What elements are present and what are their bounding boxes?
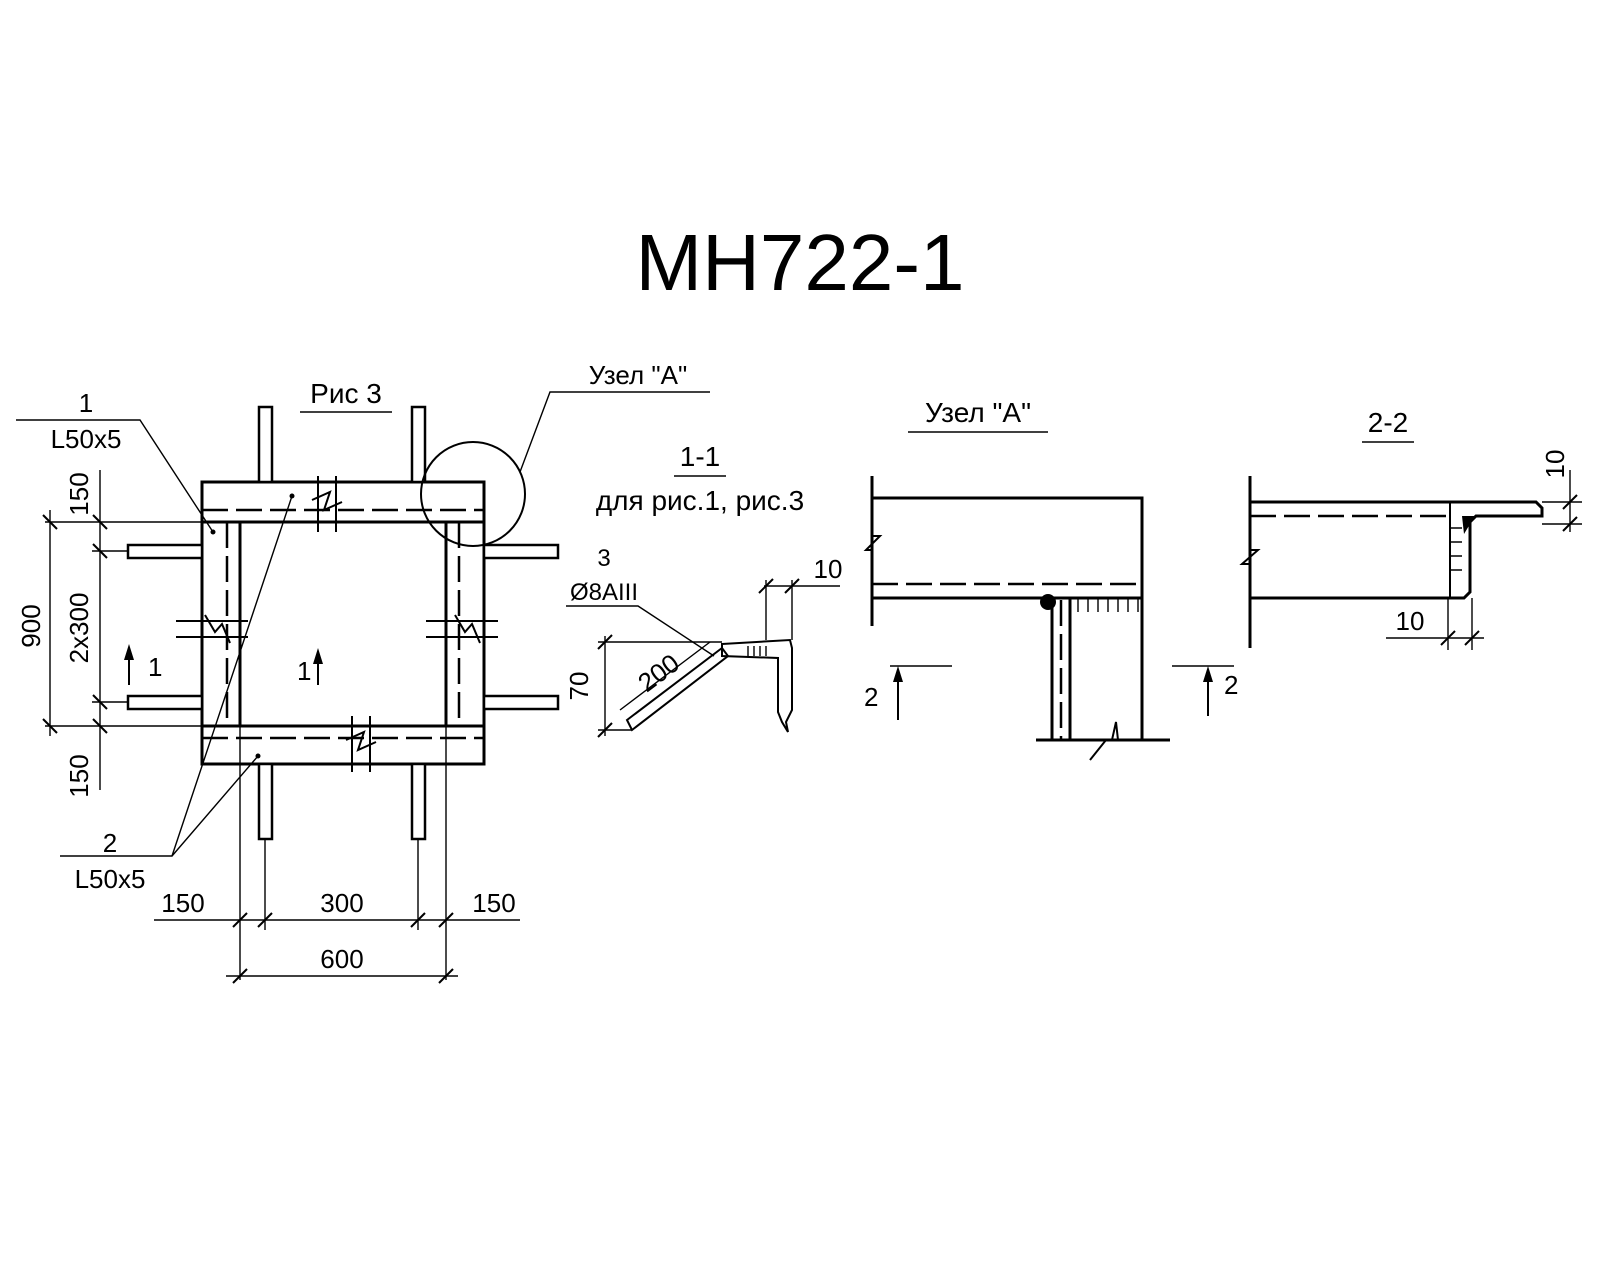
pos2-profile: L50x5 bbox=[75, 864, 146, 894]
s11-dim-200: 200 bbox=[632, 648, 685, 698]
s11-dim-10: 10 bbox=[814, 554, 843, 584]
node-a-title: Узел "А" bbox=[925, 397, 1031, 428]
fig3-frame bbox=[200, 480, 486, 766]
dim-bottom-150: 150 bbox=[64, 754, 94, 797]
node-a-circle bbox=[420, 441, 526, 547]
cut-1-center-label: 1 bbox=[297, 656, 311, 686]
anchor-bars bbox=[126, 405, 560, 841]
section-1-1: 1-1 для рис.1, рис.3 3 Ø8AIII 10 70 200 bbox=[564, 441, 843, 738]
pos1-profile: L50x5 bbox=[51, 424, 122, 454]
pos3-rebar: Ø8AIII bbox=[570, 579, 638, 606]
section-1-1-title: 1-1 bbox=[680, 441, 720, 472]
pos3-number: 3 bbox=[597, 545, 610, 572]
break-marks bbox=[176, 476, 498, 772]
dim-total-900: 900 bbox=[16, 604, 46, 647]
section-2-2-title: 2-2 bbox=[1368, 407, 1408, 438]
pos1-number: 1 bbox=[79, 388, 93, 418]
s22-dim-10-bottom: 10 bbox=[1396, 606, 1425, 636]
fig3-label: Рис 3 bbox=[310, 378, 382, 409]
s11-dim-70: 70 bbox=[564, 672, 594, 701]
dim-bottom-left-150: 150 bbox=[161, 888, 204, 918]
dim-bottom-right-150: 150 bbox=[472, 888, 515, 918]
dim-mid-2x300: 2x300 bbox=[64, 593, 94, 664]
pos2-number: 2 bbox=[103, 828, 117, 858]
section-2-2: 2-2 10 10 bbox=[1239, 407, 1582, 650]
s22-dim-10-top: 10 bbox=[1540, 450, 1570, 479]
dim-overall-600: 600 bbox=[320, 944, 363, 974]
cut-2-right-label: 2 bbox=[1224, 670, 1238, 700]
cut-1-left-label: 1 bbox=[148, 652, 162, 682]
cut-2-left-label: 2 bbox=[864, 682, 878, 712]
node-a-detail: Узел "А" 2 2 bbox=[863, 397, 1238, 761]
cut-1-markers: 1 1 bbox=[124, 644, 323, 686]
drawing-title: МН722-1 bbox=[635, 218, 964, 307]
section-1-1-note: для рис.1, рис.3 bbox=[596, 485, 804, 516]
dim-bottom-mid-300: 300 bbox=[320, 888, 363, 918]
dim-top-150: 150 bbox=[64, 472, 94, 515]
node-a-callout-label: Узел "А" bbox=[589, 360, 687, 390]
left-dimensions: 150 900 2x300 150 bbox=[16, 470, 202, 798]
bottom-dimensions: 150 300 150 600 bbox=[154, 726, 520, 984]
